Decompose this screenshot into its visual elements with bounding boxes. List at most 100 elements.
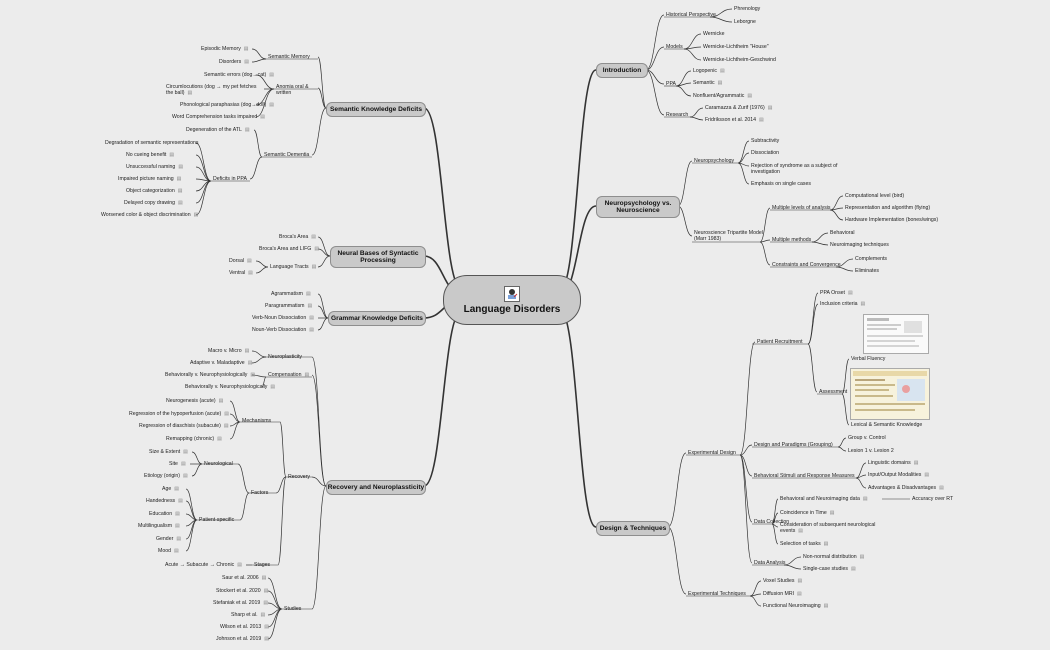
- node-deficits-ppa[interactable]: Deficits in PPA: [213, 176, 247, 182]
- node-behavioral-stimuli[interactable]: Behavioral Stimuli and Response Measures: [754, 473, 855, 479]
- note-icon[interactable]: ▤: [248, 270, 253, 276]
- node-neurogenesis[interactable]: Neurogenesis (acute)▤: [166, 398, 224, 404]
- node-unsuccessful-naming[interactable]: Unsuccessful naming▤: [126, 164, 184, 170]
- note-icon[interactable]: ▤: [177, 188, 183, 194]
- node-recovery[interactable]: Recovery: [288, 474, 310, 480]
- node-historical-perspective[interactable]: Historical Perspective: [666, 12, 716, 18]
- topic-recovery-neuroplasticity[interactable]: Recovery and Neuroplassticity: [326, 480, 426, 495]
- node-single-case-studies[interactable]: Single-case studies▤: [803, 566, 856, 572]
- note-icon[interactable]: ▤: [174, 486, 179, 492]
- note-icon[interactable]: ▤: [244, 348, 250, 354]
- node-accuracy-over-rt[interactable]: Accuracy over RT: [912, 496, 954, 502]
- topic-neural-bases-syntactic[interactable]: Neural Bases of Syntactic Processing: [330, 246, 426, 268]
- note-icon[interactable]: ▤: [307, 303, 313, 309]
- node-brocas-area[interactable]: Broca's Area▤: [279, 234, 316, 240]
- node-emphasis-single-cases[interactable]: Emphasis on single cases: [751, 181, 811, 187]
- note-icon[interactable]: ▤: [269, 72, 275, 78]
- node-multilingualism[interactable]: Multilingualism▤: [138, 523, 180, 529]
- note-icon[interactable]: ▤: [223, 423, 229, 429]
- node-adaptive-maladaptive[interactable]: Adaptive v. Maladaptive▤: [190, 360, 253, 366]
- node-handedness[interactable]: Handedness▤: [146, 498, 183, 504]
- note-icon[interactable]: ▤: [237, 562, 242, 568]
- node-computational-level[interactable]: Computational level (bird): [845, 193, 905, 199]
- node-neuroimaging-techniques[interactable]: Neuroimaging techniques: [830, 242, 889, 248]
- node-representation-algorithm[interactable]: Representation and algorithm (flying): [845, 205, 931, 211]
- node-selection-of-tasks[interactable]: Selection of tasks▤: [780, 541, 829, 547]
- node-multiple-levels[interactable]: Multiple levels of analysis: [772, 205, 831, 211]
- node-voxel-studies[interactable]: Voxel Studies▤: [763, 578, 803, 584]
- note-icon[interactable]: ▤: [767, 105, 773, 111]
- node-acute-subacute-chronic[interactable]: Acute → Subacute → Chronic▤: [165, 562, 242, 568]
- note-icon[interactable]: ▤: [850, 566, 856, 572]
- node-constraints-convergence[interactable]: Constraints and Convergence: [772, 262, 841, 268]
- node-verb-noun-dissociation[interactable]: Verb-Noun Dissociation▤: [252, 315, 314, 321]
- node-worsened-color-object[interactable]: Worsened color & object discrimination▤: [101, 212, 199, 218]
- note-icon[interactable]: ▤: [717, 80, 723, 86]
- node-eliminates[interactable]: Eliminates: [855, 268, 879, 274]
- note-icon[interactable]: ▤: [183, 449, 188, 455]
- node-semantic-dementia[interactable]: Semantic Dementia: [264, 152, 310, 158]
- note-icon[interactable]: ▤: [250, 372, 256, 378]
- node-anomia[interactable]: Anomia oral & written: [276, 84, 309, 96]
- node-dissociation[interactable]: Dissociation: [751, 150, 779, 156]
- node-caramazza[interactable]: Caramazza & Zurif (1976)▤: [705, 105, 773, 111]
- node-word-comprehension[interactable]: Word Comprehension tasks impaired▤: [172, 114, 265, 120]
- node-coincidence-in-time[interactable]: Coincidence in Time▤: [780, 510, 835, 516]
- note-icon[interactable]: ▤: [829, 510, 835, 516]
- note-icon[interactable]: ▤: [247, 258, 252, 264]
- node-phonological-paraphasias[interactable]: Phonological paraphasias (dog→doll)▤: [180, 102, 274, 108]
- node-sharp[interactable]: Sharp et al.▤: [231, 612, 266, 618]
- note-icon[interactable]: ▤: [175, 523, 180, 529]
- node-noun-verb-dissociation[interactable]: Noun-Verb Dissociation▤: [252, 327, 314, 333]
- note-icon[interactable]: ▤: [193, 212, 199, 218]
- note-icon[interactable]: ▤: [269, 102, 274, 108]
- note-icon[interactable]: ▤: [270, 384, 276, 390]
- note-icon[interactable]: ▤: [304, 372, 310, 378]
- note-icon[interactable]: ▤: [823, 603, 829, 609]
- node-semantic-variant[interactable]: Semantic▤: [693, 80, 723, 86]
- node-neuropsychology[interactable]: Neuropsychology: [694, 158, 735, 164]
- node-saur[interactable]: Saur et al. 2006▤: [222, 575, 267, 581]
- node-stockert[interactable]: Stockert et al. 2020▤: [216, 588, 269, 594]
- node-behaviorally-neurophysiologically-2[interactable]: Behaviorally v. Neurophysiologically▤: [185, 384, 276, 390]
- note-icon[interactable]: ▤: [244, 127, 250, 133]
- node-language-tracts[interactable]: Language Tracts▤: [270, 264, 317, 270]
- node-object-categorization[interactable]: Object categorization▤: [126, 188, 183, 194]
- node-education[interactable]: Education▤: [149, 511, 180, 517]
- node-semantic-memory[interactable]: Semantic Memory: [268, 54, 310, 60]
- note-icon[interactable]: ▤: [261, 575, 267, 581]
- note-icon[interactable]: ▤: [176, 176, 182, 182]
- node-site[interactable]: Site▤: [169, 461, 186, 467]
- node-paragrammatism[interactable]: Paragrammatism▤: [265, 303, 313, 309]
- node-multiple-methods[interactable]: Multiple methods: [772, 237, 812, 243]
- node-wilson[interactable]: Wilson et al. 2013▤: [220, 624, 269, 630]
- note-icon[interactable]: ▤: [311, 264, 317, 270]
- inclusion-criteria-image[interactable]: [863, 314, 929, 354]
- node-degradation-semantic[interactable]: Degradation of semantic representations: [105, 140, 199, 146]
- note-icon[interactable]: ▤: [848, 290, 853, 296]
- central-topic[interactable]: Language Disorders: [443, 275, 581, 325]
- node-regression-hypoperfusion[interactable]: Regression of the hypoperfusion (acute)▤: [129, 411, 230, 417]
- note-icon[interactable]: ▤: [309, 327, 314, 333]
- note-icon[interactable]: ▤: [175, 511, 180, 517]
- note-icon[interactable]: ▤: [260, 114, 265, 120]
- node-patient-recruitment[interactable]: Patient Recruitment: [757, 339, 803, 345]
- node-disorders[interactable]: Disorders▤: [219, 59, 249, 65]
- note-icon[interactable]: ▤: [247, 360, 253, 366]
- node-impaired-picture-naming[interactable]: Impaired picture naming▤: [118, 176, 182, 182]
- node-agrammatism[interactable]: Agrammatism▤: [271, 291, 311, 297]
- node-ppa-onset[interactable]: PPA Onset▤: [820, 290, 853, 296]
- note-icon[interactable]: ▤: [169, 152, 175, 158]
- node-non-normal-distribution[interactable]: Non-normal distribution▤: [803, 554, 865, 560]
- node-semantic-errors[interactable]: Semantic errors (dog→cat)▤: [204, 72, 275, 78]
- node-phrenology[interactable]: Phrenology: [734, 6, 761, 12]
- note-icon[interactable]: ▤: [797, 578, 803, 584]
- node-linguistic-domains[interactable]: Linguistic domains▤: [868, 460, 919, 466]
- node-circumlocutions[interactable]: Circumlocutions (dog → my pet fetches th…: [166, 84, 257, 96]
- note-icon[interactable]: ▤: [260, 612, 266, 618]
- note-icon[interactable]: ▤: [264, 636, 270, 642]
- node-neuroplasticity[interactable]: Neuroplasticity: [268, 354, 303, 360]
- note-icon[interactable]: ▤: [798, 528, 804, 534]
- node-ventral[interactable]: Ventral▤: [229, 270, 253, 276]
- node-subtractivity[interactable]: Subtractivity: [751, 138, 780, 144]
